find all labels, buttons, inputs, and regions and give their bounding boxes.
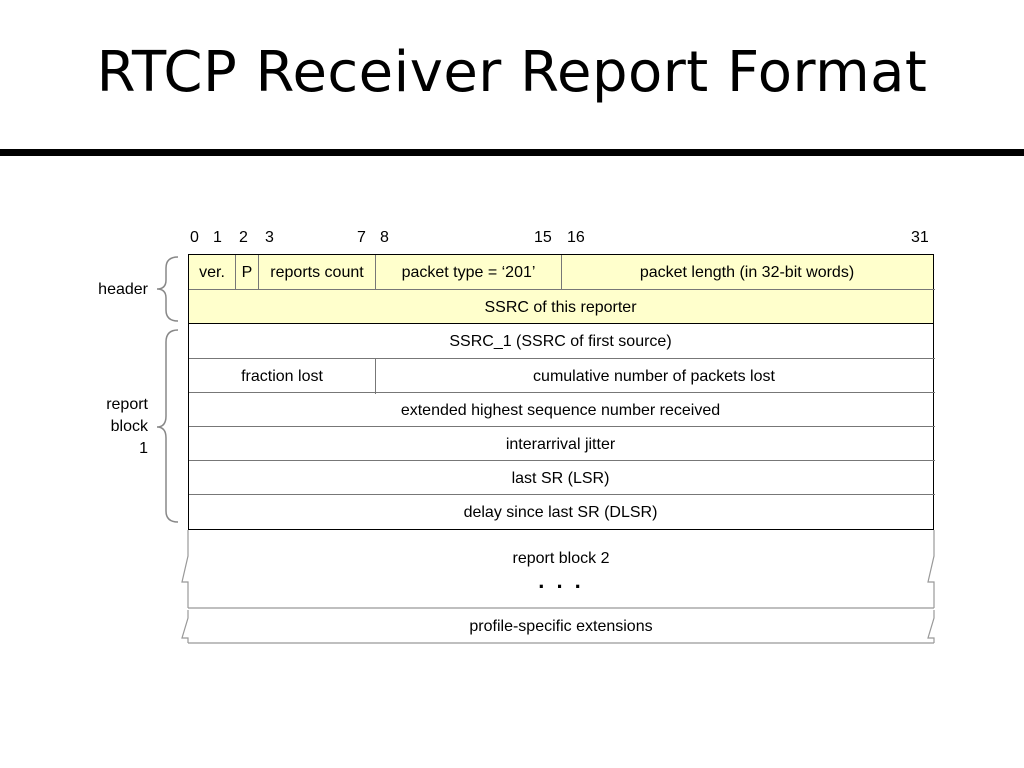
ext-highest-seq-field: extended highest sequence number receive… bbox=[400, 401, 721, 419]
fraction-lost-field: fraction lost bbox=[241, 367, 323, 385]
dlsr-field: delay since last SR (DLSR) bbox=[463, 503, 658, 521]
version-field: ver. bbox=[199, 263, 225, 281]
packet-type-field: packet type = ‘201’ bbox=[375, 255, 561, 290]
report-block-2-label: report block 2 bbox=[512, 550, 610, 567]
rb-row-seq: extended highest sequence number receive… bbox=[189, 392, 935, 427]
bit-label-15: 15 bbox=[534, 229, 552, 246]
rb-row-ssrc1: SSRC_1 (SSRC of first source) bbox=[189, 324, 935, 359]
report-brace-icon bbox=[156, 329, 179, 523]
packet-length-field: packet length (in 32-bit words) bbox=[561, 255, 932, 290]
report-block-1: SSRC_1 (SSRC of first source) fraction l… bbox=[188, 323, 935, 530]
report-block-2-outline bbox=[181, 530, 935, 644]
bit-label-31: 31 bbox=[911, 229, 929, 246]
padding-field: P bbox=[235, 255, 258, 290]
last-sr-field: last SR (LSR) bbox=[511, 469, 610, 487]
bit-label-2: 2 bbox=[239, 229, 248, 246]
header-brace-icon bbox=[156, 256, 179, 322]
rb-row-lsr: last SR (LSR) bbox=[189, 460, 935, 495]
report-block-label-line3: 1 bbox=[139, 440, 148, 457]
bit-label-8: 8 bbox=[380, 229, 389, 246]
bit-label-3: 3 bbox=[265, 229, 274, 246]
bit-label-7: 7 bbox=[357, 229, 366, 246]
ssrc-reporter-field: SSRC of this reporter bbox=[484, 298, 637, 316]
title-underline bbox=[0, 149, 1024, 156]
bit-label-16: 16 bbox=[567, 229, 585, 246]
report-block-label: report block 1 bbox=[82, 394, 148, 460]
bit-label-0: 0 bbox=[190, 229, 199, 246]
profile-extensions-label: profile-specific extensions bbox=[469, 618, 653, 635]
bit-label-1: 1 bbox=[213, 229, 222, 246]
header-block: ver. P reports count packet type = ‘201’… bbox=[188, 254, 935, 324]
report-block-label-line1: report bbox=[106, 396, 148, 413]
rb-row-dlsr: delay since last SR (DLSR) bbox=[189, 494, 935, 529]
cumulative-lost-field: cumulative number of packets lost bbox=[375, 359, 932, 394]
ssrc1-field: SSRC_1 (SSRC of first source) bbox=[449, 332, 672, 350]
report-block-label-line2: block bbox=[110, 418, 148, 435]
page-title: RTCP Receiver Report Format bbox=[96, 40, 928, 105]
rb-row-jitter: interarrival jitter bbox=[189, 426, 935, 461]
rb-row-loss: fraction lost cumulative number of packe… bbox=[189, 358, 935, 394]
reports-count-field: reports count bbox=[258, 255, 375, 290]
jitter-field: interarrival jitter bbox=[505, 435, 616, 453]
header-row-1: ver. P reports count packet type = ‘201’… bbox=[189, 255, 935, 290]
header-row-2: SSRC of this reporter bbox=[189, 289, 935, 324]
header-label: header bbox=[98, 281, 148, 298]
ellipsis: . . . bbox=[538, 568, 584, 593]
